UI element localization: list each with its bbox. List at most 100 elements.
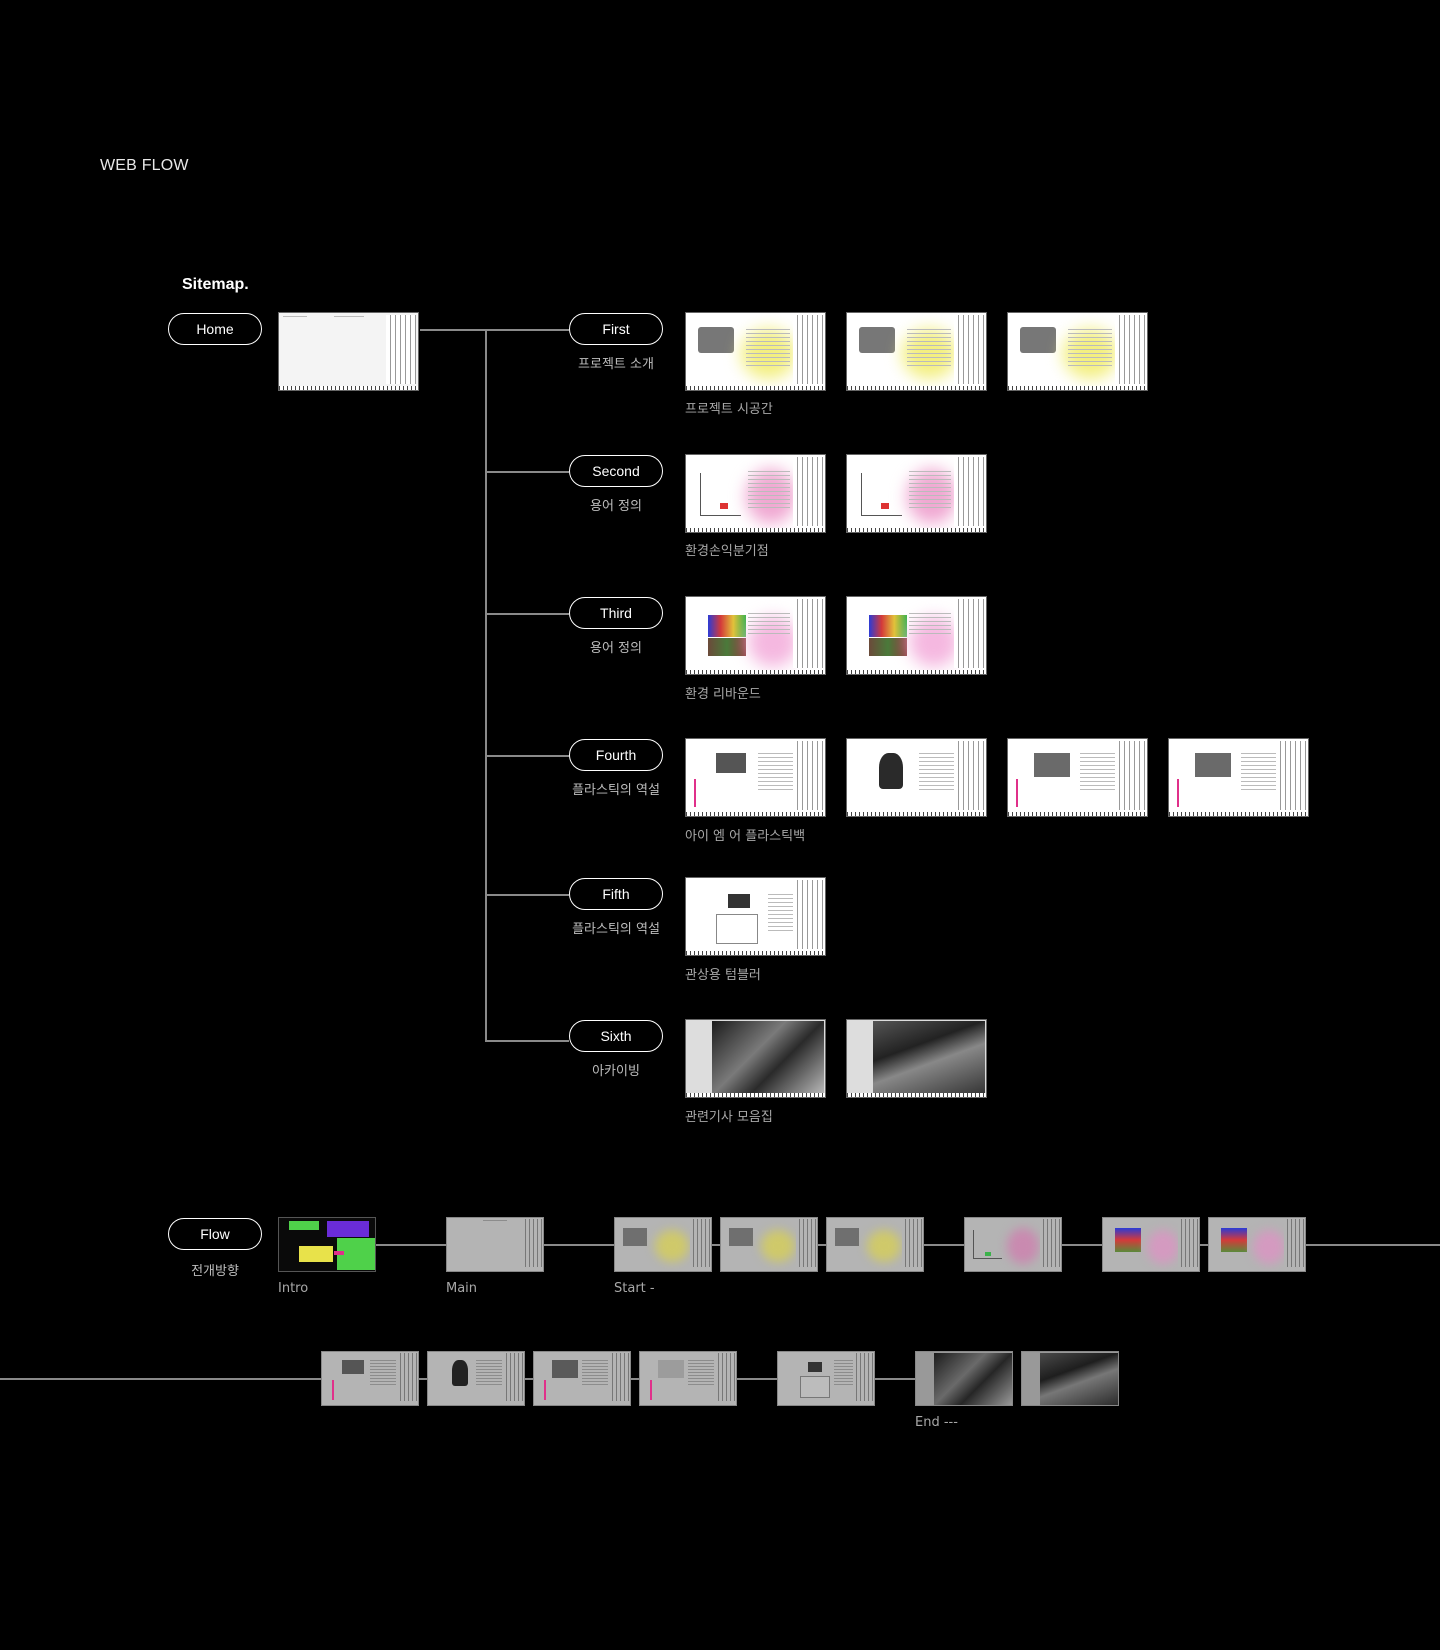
branch-sixth (485, 1040, 569, 1042)
yellow-glow (867, 1230, 901, 1262)
section-fourth-node[interactable]: Fourth (569, 739, 663, 771)
side-rail (793, 880, 823, 949)
flow-second-page-thumbnail[interactable] (964, 1217, 1062, 1272)
body-text (834, 1360, 854, 1386)
section-first-node[interactable]: First (569, 313, 663, 345)
product-image (729, 1228, 753, 1246)
body-text (476, 1360, 502, 1386)
pink-marker (1177, 779, 1179, 807)
article-photo (342, 1360, 364, 1374)
body-text (1068, 329, 1112, 369)
flow-fourth-page-thumbnail[interactable] (533, 1351, 631, 1406)
side-rail (954, 599, 984, 668)
branch-fifth (485, 894, 569, 896)
flow-first-page-thumbnail[interactable] (720, 1217, 818, 1272)
first-page-thumbnail[interactable] (685, 312, 826, 391)
sitemap-heading: Sitemap. (182, 276, 249, 293)
street-photo (934, 1353, 1012, 1405)
home-nav-text (334, 316, 364, 320)
second-page-thumbnail[interactable] (685, 454, 826, 533)
flow-end-caption: End --- (915, 1415, 958, 1430)
home-thumbnail[interactable] (278, 312, 419, 391)
heatmap-image (1221, 1228, 1247, 1252)
section-second-node[interactable]: Second (569, 455, 663, 487)
footer-ticks (686, 951, 825, 955)
side-rail (793, 599, 823, 668)
flow-intro-thumbnail[interactable] (278, 1217, 376, 1272)
section-fourth-subtitle: 플라스틱의 역설 (572, 783, 660, 798)
section-fifth-subtitle: 플라스틱의 역설 (572, 922, 660, 937)
fourth-page-thumbnail[interactable] (685, 738, 826, 817)
article-photo (716, 753, 746, 773)
first-page-thumbnail[interactable] (1007, 312, 1148, 391)
flow-third-page-thumbnail[interactable] (1208, 1217, 1306, 1272)
home-node[interactable]: Home (168, 313, 262, 345)
flow-label: Flow (200, 1226, 230, 1242)
section-sixth-caption: 관련기사 모음집 (685, 1110, 773, 1125)
flow-first-page-thumbnail[interactable] (826, 1217, 924, 1272)
third-page-thumbnail[interactable] (685, 596, 826, 675)
section-fifth-caption: 관상용 텀블러 (685, 968, 761, 983)
second-page-thumbnail[interactable] (846, 454, 987, 533)
footer-ticks (847, 1093, 986, 1097)
flow-third-page-thumbnail[interactable] (1102, 1217, 1200, 1272)
product-image (859, 327, 895, 353)
sixth-page-thumbnail[interactable] (685, 1019, 826, 1098)
body-text (370, 1360, 396, 1386)
flow-main-thumbnail[interactable] (446, 1217, 544, 1272)
portrait-photo (1034, 753, 1070, 777)
home-footer-ticks (279, 386, 418, 390)
side-rail (1276, 741, 1306, 810)
first-page-thumbnail[interactable] (846, 312, 987, 391)
section-first-caption: 프로젝트 시공간 (685, 402, 773, 417)
flow-node[interactable]: Flow (168, 1218, 262, 1250)
yellow-glow (761, 1230, 795, 1262)
body-text (758, 753, 798, 793)
portrait-photo (452, 1360, 468, 1386)
section-sixth-label: Sixth (600, 1028, 632, 1044)
section-first-subtitle: 프로젝트 소개 (578, 357, 654, 372)
side-rail (1115, 741, 1145, 810)
flow-fourth-page-thumbnail[interactable] (639, 1351, 737, 1406)
section-third-node[interactable]: Third (569, 597, 663, 629)
waste-photo (873, 1021, 985, 1095)
side-rail (793, 741, 823, 810)
portrait-photo (552, 1360, 578, 1378)
page-title: WEB FLOW (100, 157, 189, 174)
body-text (582, 1360, 608, 1386)
home-connector (420, 329, 569, 331)
side-rail (1040, 1219, 1060, 1267)
body-text (748, 471, 790, 511)
fourth-page-thumbnail[interactable] (1007, 738, 1148, 817)
sixth-page-thumbnail[interactable] (846, 1019, 987, 1098)
pink-marker (332, 1380, 334, 1400)
section-second-label: Second (592, 463, 640, 479)
flow-fifth-page-thumbnail[interactable] (777, 1351, 875, 1406)
graph-red-mark (720, 503, 728, 509)
side-rail (690, 1219, 710, 1267)
footer-ticks (847, 812, 986, 816)
body-text (1241, 753, 1281, 793)
flow-subtitle: 전개방향 (191, 1264, 239, 1279)
fourth-page-thumbnail[interactable] (846, 738, 987, 817)
pink-marker (650, 1380, 652, 1400)
fifth-page-thumbnail[interactable] (685, 877, 826, 956)
pink-glow (1253, 1230, 1285, 1264)
pink-marker (544, 1380, 546, 1400)
flow-fourth-page-thumbnail[interactable] (427, 1351, 525, 1406)
section-sixth-node[interactable]: Sixth (569, 1020, 663, 1052)
flow-sixth-page-thumbnail[interactable] (915, 1351, 1013, 1406)
section-fifth-node[interactable]: Fifth (569, 878, 663, 910)
third-page-thumbnail[interactable] (846, 596, 987, 675)
section-third-label: Third (600, 605, 632, 621)
flow-sixth-page-thumbnail[interactable] (1021, 1351, 1119, 1406)
section-first-label: First (602, 321, 630, 337)
flow-first-page-thumbnail[interactable] (614, 1217, 712, 1272)
pink-marker (694, 779, 696, 807)
flow-fourth-page-thumbnail[interactable] (321, 1351, 419, 1406)
flow-main-caption: Main (446, 1281, 478, 1296)
footer-ticks (1169, 812, 1308, 816)
side-rail (715, 1353, 735, 1401)
fourth-page-thumbnail[interactable] (1168, 738, 1309, 817)
side-rail (954, 315, 984, 384)
